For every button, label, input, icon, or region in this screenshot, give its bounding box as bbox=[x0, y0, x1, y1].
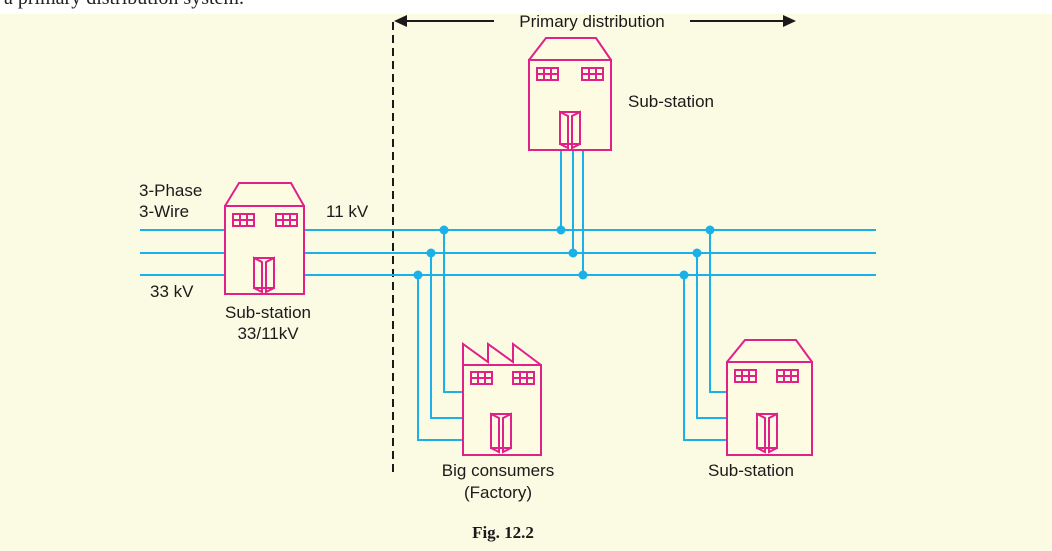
phase-label: 3-Phase bbox=[139, 181, 202, 200]
bus-lines bbox=[140, 229, 876, 276]
main-substation-building bbox=[224, 182, 305, 295]
tap-factory-3 bbox=[417, 275, 463, 441]
cropped-top-text: a primary distribution system. bbox=[0, 0, 1052, 14]
junction-dot bbox=[578, 270, 588, 280]
figure-panel bbox=[0, 14, 1052, 551]
voltage-11kv-label: 11 kV bbox=[326, 202, 369, 221]
junction-dot bbox=[426, 248, 436, 258]
tap-factory-2 bbox=[430, 253, 463, 419]
wire-label: 3-Wire bbox=[139, 202, 189, 221]
primary-distribution-arrow bbox=[394, 15, 796, 27]
factory-building bbox=[462, 342, 542, 456]
factory-label-line2: (Factory) bbox=[464, 483, 532, 502]
junction-dot bbox=[705, 225, 715, 235]
junction-dots bbox=[413, 225, 715, 280]
top-substation-label: Sub-station bbox=[628, 92, 714, 111]
top-substation-building bbox=[528, 37, 612, 151]
tap-right-1 bbox=[709, 230, 727, 393]
right-substation-building bbox=[726, 339, 813, 456]
tap-factory-1 bbox=[443, 230, 463, 393]
voltage-33kv-label: 33 kV bbox=[150, 282, 194, 301]
junction-dot bbox=[556, 225, 566, 235]
junction-dot bbox=[568, 248, 578, 258]
junction-dot bbox=[692, 248, 702, 258]
tap-lines bbox=[417, 150, 727, 441]
junction-dot bbox=[413, 270, 423, 280]
junction-dot bbox=[679, 270, 689, 280]
main-substation-label: Sub-station bbox=[225, 303, 311, 322]
junction-dot bbox=[439, 225, 449, 235]
right-substation-label: Sub-station bbox=[708, 461, 794, 480]
primary-distribution-label: Primary distribution bbox=[519, 12, 665, 31]
tap-right-2 bbox=[696, 253, 727, 419]
tap-right-3 bbox=[683, 275, 727, 441]
main-substation-ratio-label: 33/11kV bbox=[237, 324, 299, 343]
factory-label-line1: Big consumers bbox=[442, 461, 554, 480]
cropped-text-line: a primary distribution system. bbox=[4, 0, 244, 10]
figure-caption: Fig. 12.2 bbox=[472, 523, 534, 542]
